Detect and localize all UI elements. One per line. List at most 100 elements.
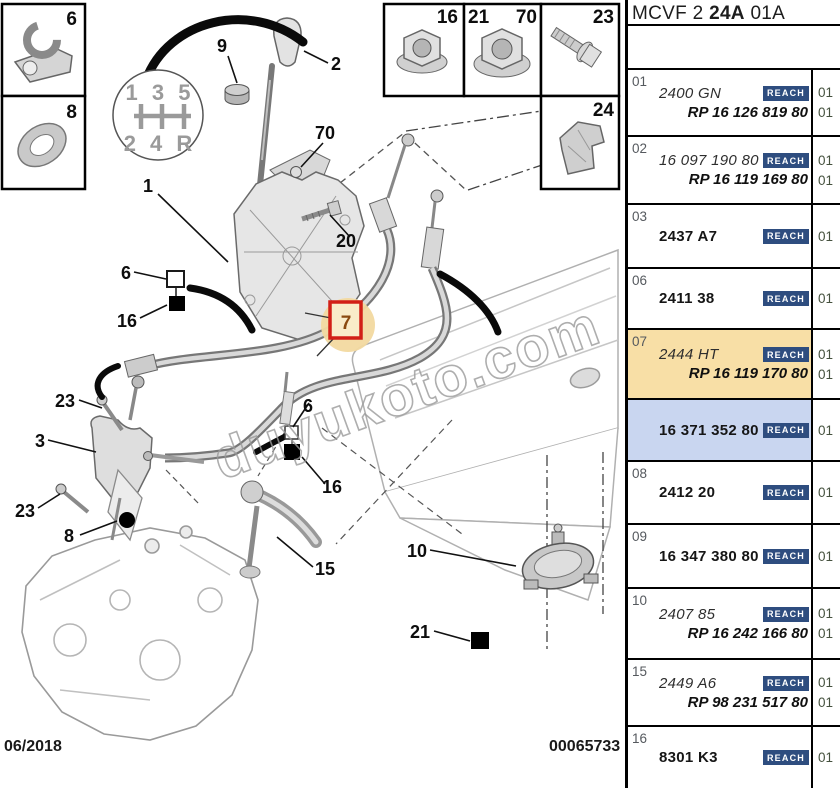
part-number: 16 347 380 80	[659, 547, 759, 565]
direction-swooshes	[94, 15, 502, 455]
qty-value: 01	[818, 172, 834, 188]
inset-box-8: 8	[0, 94, 87, 191]
table-row[interactable]: 03 2437 A7 REACH 01	[628, 203, 840, 267]
row-ref: 03	[632, 209, 648, 224]
shift-pattern-bottom-row: 2 4 R	[124, 131, 197, 156]
rp-number: RP 16 119 170 80	[688, 365, 808, 382]
callout-15: 15	[315, 559, 335, 579]
flange-bolt-icon	[550, 26, 603, 68]
qty-value: 01	[818, 750, 834, 765]
table-row[interactable]: 16 8301 K3 REACH 01	[628, 725, 840, 788]
reach-badge[interactable]: REACH	[762, 548, 809, 564]
reach-badge[interactable]: REACH	[762, 291, 809, 306]
row-ref: 01	[632, 74, 648, 89]
part-number: 2411 38	[659, 290, 715, 307]
clamp-part-icon	[13, 21, 73, 83]
part-number: 2437 A7	[659, 227, 718, 245]
qty-value: 01	[818, 548, 834, 564]
part-number: 8301 K3	[659, 749, 718, 766]
reach-badge[interactable]: REACH	[762, 675, 809, 691]
callout-23-lower: 23	[15, 501, 35, 521]
gear-cables	[123, 228, 452, 464]
qty-value: 01	[818, 228, 834, 244]
bolt-20	[301, 200, 342, 222]
part-number: 2412 20	[659, 484, 716, 501]
inset-label-21: 21	[468, 7, 490, 28]
qty-value: 01	[818, 291, 834, 306]
callout-10: 10	[407, 541, 427, 561]
reach-badge[interactable]: REACH	[762, 347, 809, 362]
callout-6-upper: 6	[121, 263, 131, 283]
flange-nut-large-icon	[473, 28, 531, 78]
footer-date: 06/2018	[4, 738, 62, 755]
header-code: 24A	[709, 3, 745, 24]
cable-bracket-part	[55, 394, 153, 542]
part-number: 2444 HT	[659, 346, 719, 363]
shift-pattern-top-row: 1 3 5	[126, 80, 195, 105]
gearbox	[21, 525, 259, 741]
leader-lines	[37, 50, 517, 642]
exploded-parts-diagram: 9 2 70 1 20 6 16 23 3 23 8 6 16 15 10 21…	[0, 2, 621, 755]
callout-6-center: 6	[303, 396, 313, 416]
callout-7: 7	[341, 313, 352, 334]
footer-doc-number: 00065733	[549, 738, 620, 755]
qty-value: 01	[818, 695, 834, 710]
callout-23-upper: 23	[55, 391, 75, 411]
reach-badge[interactable]: REACH	[762, 228, 809, 244]
qty-value: 01	[818, 105, 834, 120]
inset-box-23: 23	[539, 2, 621, 98]
inset-box-6: 6	[0, 2, 87, 98]
reach-badge[interactable]: REACH	[762, 485, 809, 500]
header-prefix: MCVF 2	[632, 3, 704, 24]
position-markers	[119, 270, 489, 649]
reach-badge[interactable]: REACH	[762, 153, 809, 168]
inset-label-23: 23	[593, 7, 614, 28]
rp-number: RP 16 126 819 80	[687, 103, 808, 121]
part-number: 2407 85	[659, 605, 716, 623]
part-number: 2449 A6	[659, 674, 717, 692]
reach-badge[interactable]: REACH	[762, 750, 809, 765]
rp-number: RP 16 242 166 80	[687, 624, 808, 642]
reach-badge[interactable]: REACH	[762, 606, 809, 622]
inset-box-24: 24	[539, 94, 621, 191]
callout-8: 8	[64, 526, 74, 546]
row-ref: 16	[632, 731, 648, 746]
inset-label-70: 70	[516, 7, 537, 28]
link-rod	[279, 371, 295, 426]
row-ref: 10	[632, 593, 648, 608]
grommet-part	[224, 84, 250, 105]
part-number: 16 371 352 80	[659, 421, 759, 439]
row-ref: 02	[632, 141, 648, 156]
callout-9: 9	[217, 36, 227, 56]
rp-number: RP 16 119 169 80	[688, 171, 808, 188]
table-row[interactable]: 01 2400 GN REACH RP 16 126 819 80 01 01	[628, 68, 840, 135]
qty-value: 01	[818, 675, 834, 690]
rp-number: RP 98 231 517 80	[687, 693, 808, 711]
qty-value: 01	[818, 152, 834, 168]
row-ref: 07	[628, 330, 653, 398]
flange-nut-icon	[396, 29, 448, 74]
callout-labels: 9 2 70 1 20 6 16 23 3 23 8 6 16 15 10 21	[15, 36, 430, 642]
nut-70-small	[290, 166, 302, 178]
selector-lever-part	[239, 480, 322, 579]
reach-badge[interactable]: REACH	[762, 422, 809, 438]
inset-box-16: 16	[382, 2, 466, 98]
row-ref: 09	[632, 529, 648, 544]
callout-3: 3	[35, 431, 45, 451]
qty-value: 01	[818, 85, 834, 100]
part-number: 2400 GN	[659, 84, 722, 102]
inset-label-8: 8	[66, 102, 77, 123]
qty-value: 01	[818, 606, 834, 621]
callout-16-center: 16	[322, 477, 342, 497]
inset-label-6: 6	[66, 9, 77, 30]
reach-badge[interactable]: REACH	[762, 85, 809, 101]
